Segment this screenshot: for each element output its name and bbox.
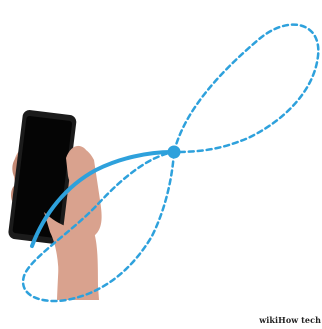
watermark: wikiHow tech xyxy=(259,315,321,325)
motion-dot xyxy=(168,146,181,159)
